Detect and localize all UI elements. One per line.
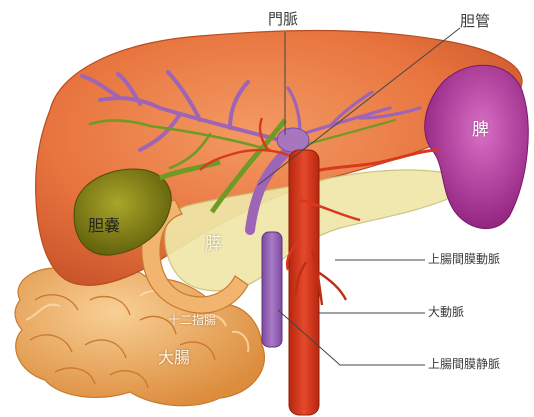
spleen: [425, 65, 529, 228]
label-pancreas: 膵: [205, 236, 222, 253]
label-superior-mesenteric-vein: 上腸間膜静脈: [428, 358, 500, 370]
superior-mesenteric-vein: [262, 232, 282, 347]
aorta: [289, 150, 319, 415]
label-bile-duct: 胆管: [460, 14, 490, 29]
label-large-intestine: 大腸: [158, 350, 190, 366]
label-aorta: 大動脈: [428, 306, 464, 318]
label-duodenum: 十二指腸: [168, 314, 216, 326]
portal-vein-bulb: [277, 128, 309, 152]
label-gallbladder: 胆嚢: [88, 218, 120, 234]
label-superior-mesenteric-artery: 上腸間膜動脈: [428, 253, 500, 265]
label-spleen: 脾: [472, 122, 489, 139]
label-portal-vein: 門脈: [268, 12, 298, 27]
